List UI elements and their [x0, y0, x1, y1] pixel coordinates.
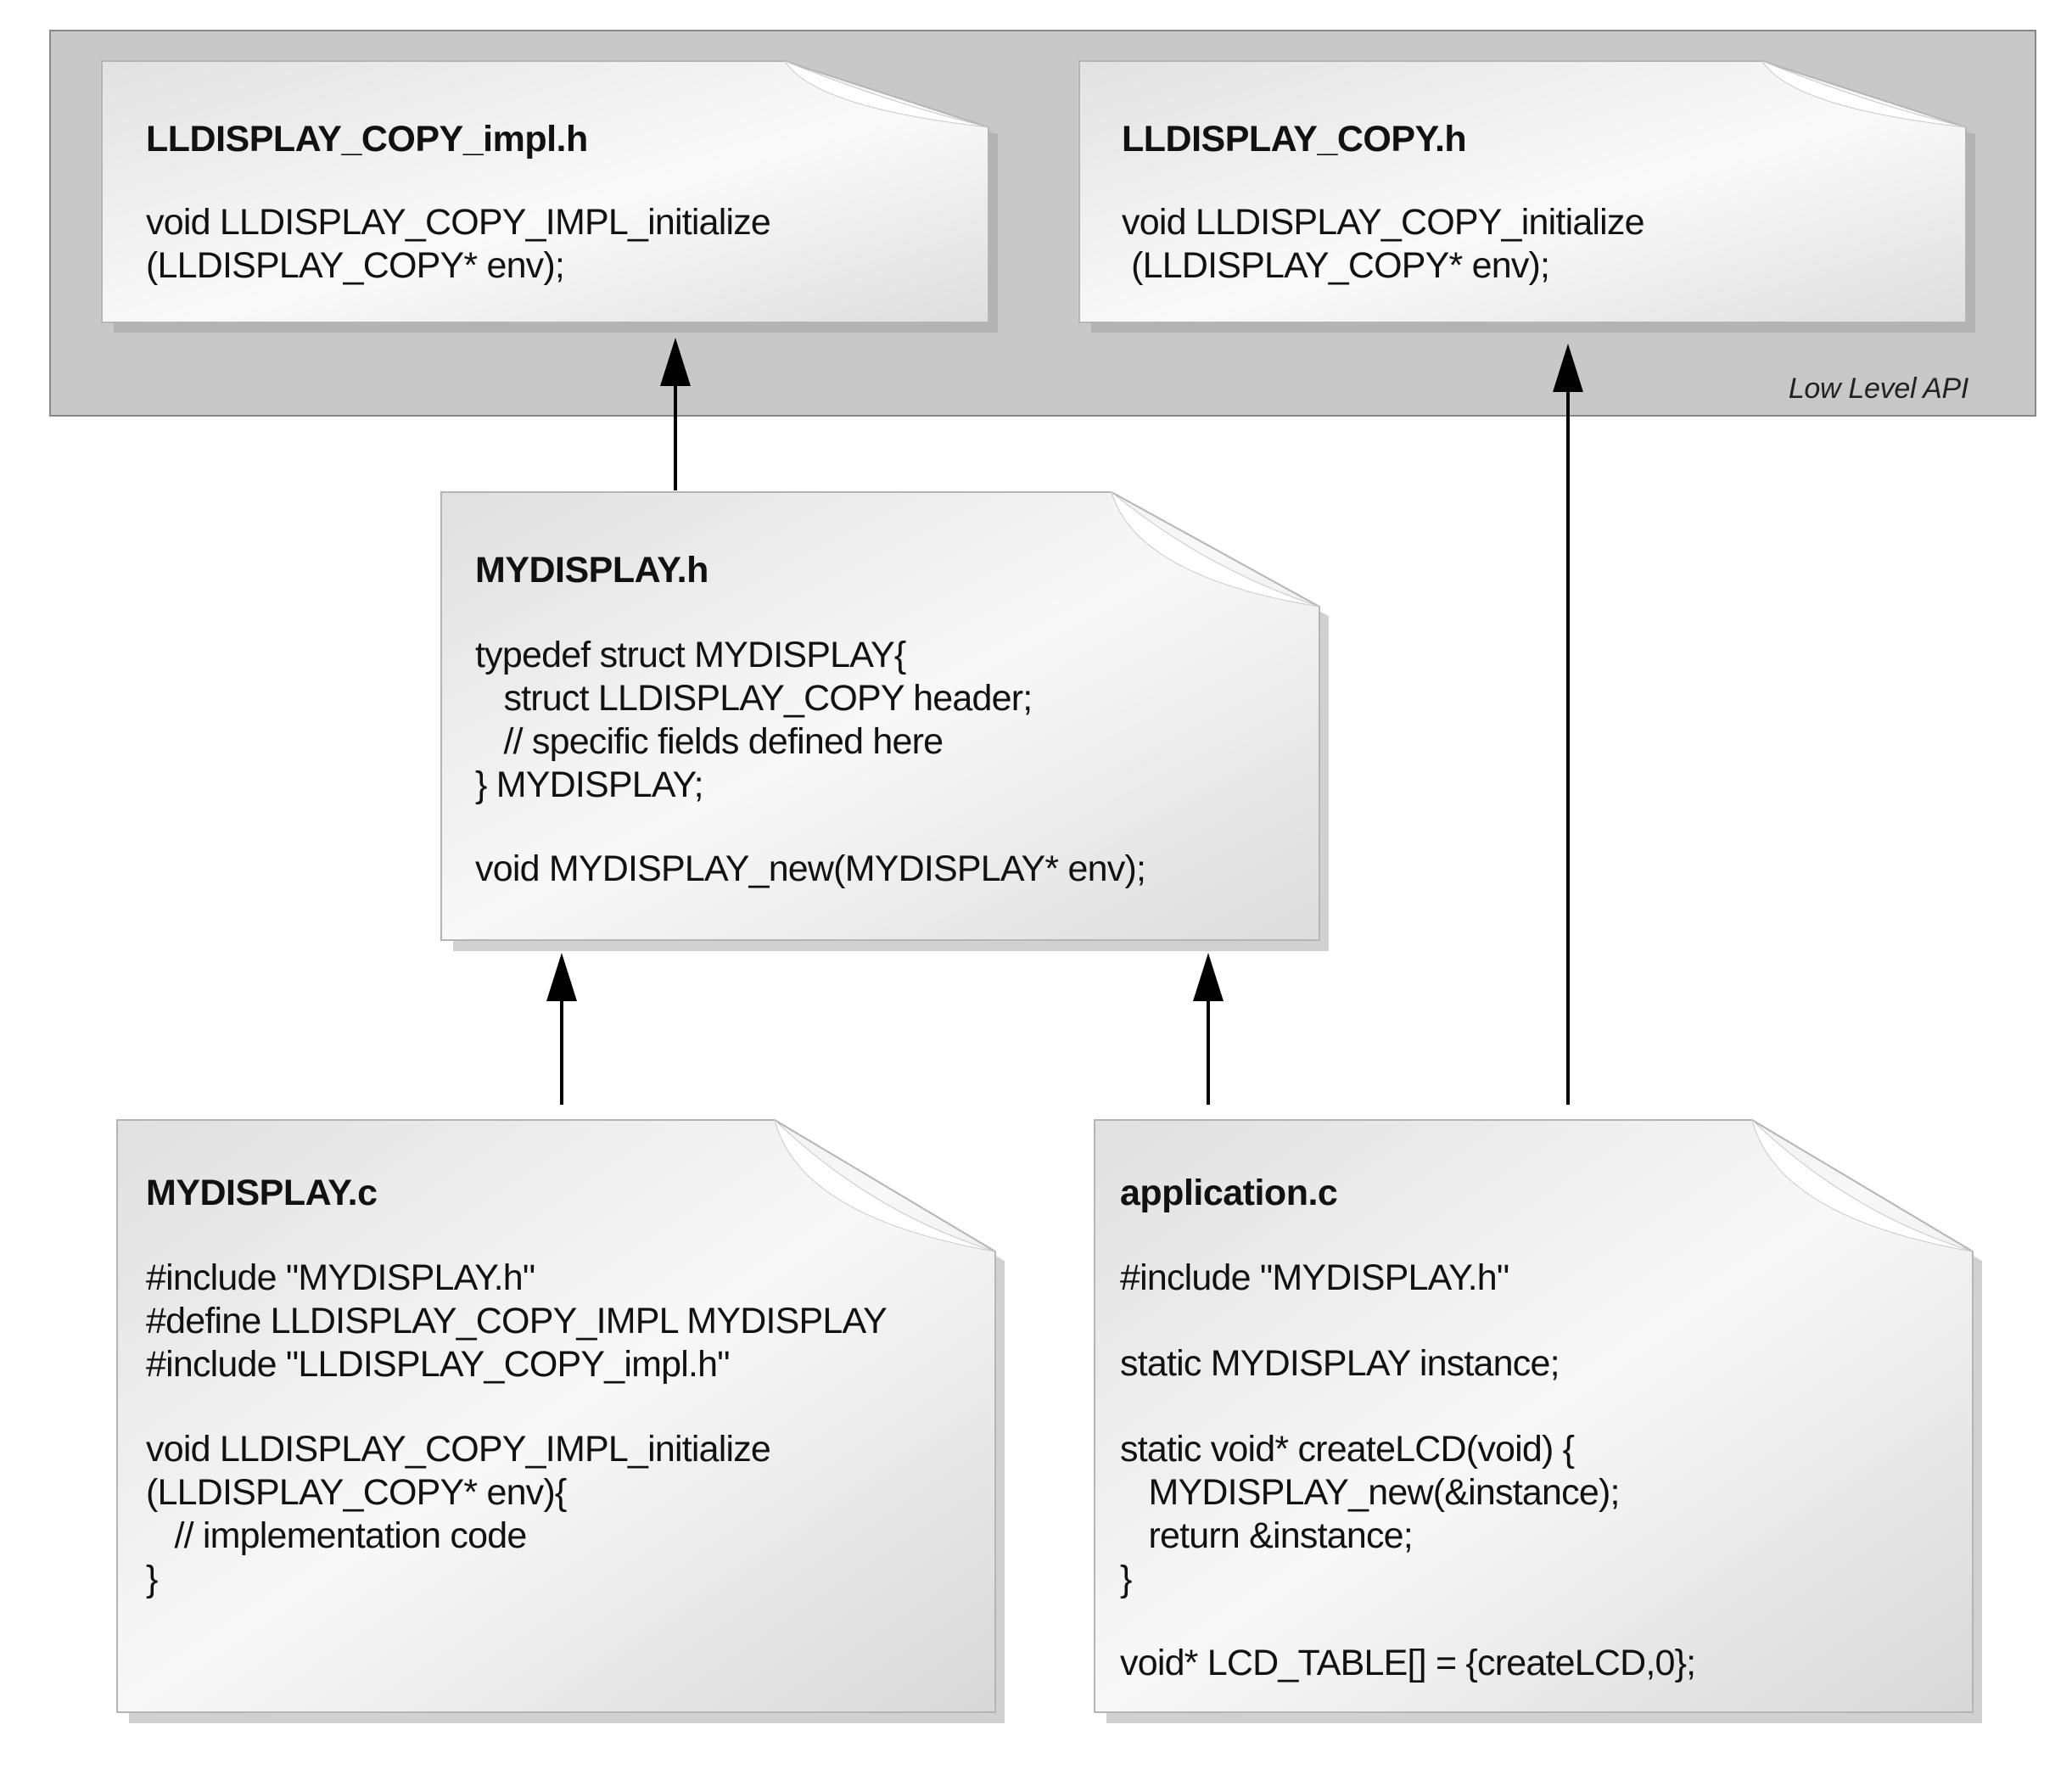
- doc-lldisplay-copy-impl-h: LLDISPLAY_COPY_impl.h void LLDISPLAY_COP…: [101, 59, 998, 333]
- code-line: }: [146, 1559, 158, 1599]
- document-shape: [101, 59, 998, 333]
- low-level-api-label: Low Level API: [1788, 372, 1968, 405]
- doc-mydisplay-h: MYDISPLAY.h typedef struct MYDISPLAY{ st…: [440, 490, 1329, 951]
- code-line: (LLDISPLAY_COPY* env);: [146, 245, 565, 286]
- document-shape: [1078, 59, 1975, 333]
- code-line: void* LCD_TABLE[] = {createLCD,0};: [1120, 1643, 1696, 1683]
- doc-lldisplay-copy-h: LLDISPLAY_COPY.h void LLDISPLAY_COPY_ini…: [1078, 59, 1975, 333]
- code-line: (LLDISPLAY_COPY* env){: [146, 1472, 567, 1513]
- doc-title: MYDISPLAY.c: [146, 1173, 378, 1213]
- code-line: typedef struct MYDISPLAY{: [475, 635, 906, 675]
- code-line: #define LLDISPLAY_COPY_IMPL MYDISPLAY: [146, 1301, 888, 1341]
- code-line: void LLDISPLAY_COPY_initialize: [1122, 202, 1645, 243]
- code-line: static MYDISPLAY instance;: [1120, 1343, 1560, 1384]
- code-line: #include "MYDISPLAY.h": [146, 1257, 535, 1298]
- code-line: #include "MYDISPLAY.h": [1120, 1257, 1509, 1298]
- code-line: // implementation code: [146, 1515, 527, 1556]
- code-line: return &instance;: [1120, 1515, 1413, 1556]
- code-line: } MYDISPLAY;: [475, 764, 704, 805]
- arrow-mydisplay-c-to-mydisplay-h: [546, 953, 577, 1105]
- doc-mydisplay-c: MYDISPLAY.c #include "MYDISPLAY.h" #defi…: [116, 1118, 1005, 1723]
- document-shape: [116, 1118, 1005, 1723]
- doc-application-c: application.c #include "MYDISPLAY.h" sta…: [1094, 1118, 1982, 1723]
- document-shape: [440, 490, 1329, 951]
- doc-title: LLDISPLAY_COPY.h: [1122, 119, 1467, 160]
- arrow-mydisplay-h-to-impl-h: [660, 338, 691, 490]
- code-line: void MYDISPLAY_new(MYDISPLAY* env);: [475, 848, 1146, 889]
- code-line: void LLDISPLAY_COPY_IMPL_initialize: [146, 1429, 771, 1470]
- doc-title: application.c: [1120, 1173, 1338, 1213]
- code-line: static void* createLCD(void) {: [1120, 1429, 1575, 1470]
- code-line: #include "LLDISPLAY_COPY_impl.h": [146, 1344, 731, 1385]
- code-line: struct LLDISPLAY_COPY header;: [475, 678, 1033, 719]
- doc-title: MYDISPLAY.h: [475, 550, 708, 591]
- code-line: }: [1120, 1559, 1132, 1599]
- document-shape: [1094, 1118, 1982, 1723]
- code-line: void LLDISPLAY_COPY_IMPL_initialize: [146, 202, 771, 243]
- arrow-application-to-copy-h: [1553, 344, 1583, 1105]
- code-line: (LLDISPLAY_COPY* env);: [1122, 245, 1550, 286]
- code-line: MYDISPLAY_new(&instance);: [1120, 1472, 1620, 1513]
- doc-title: LLDISPLAY_COPY_impl.h: [146, 119, 588, 160]
- code-line: // specific fields defined here: [475, 721, 944, 762]
- arrow-application-to-mydisplay-h: [1193, 953, 1224, 1105]
